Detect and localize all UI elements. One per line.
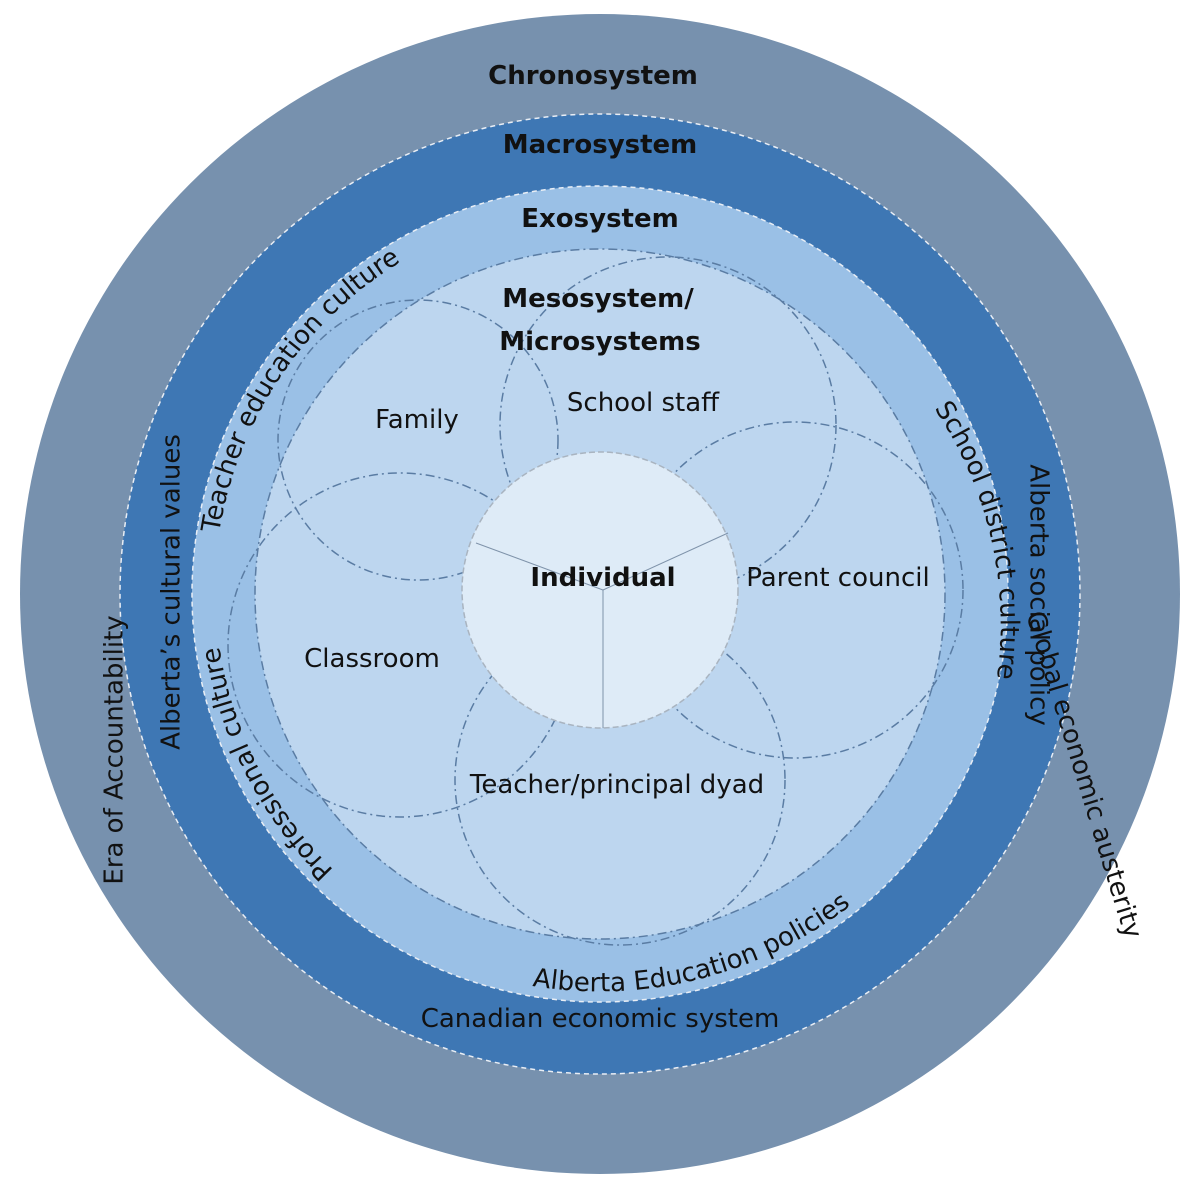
- teacher-principal-dyad-label: Teacher/principal dyad: [469, 770, 764, 800]
- albertas-cultural-values-label: Alberta’s cultural values: [157, 434, 187, 750]
- teacher-principal-circle: [454, 614, 786, 946]
- individual-label: Individual: [530, 563, 675, 593]
- classroom-label: Classroom: [304, 644, 440, 674]
- macrosystem-title: Macrosystem: [503, 130, 698, 160]
- school-staff-label: School staff: [567, 388, 720, 418]
- chronosystem-title: Chronosystem: [488, 61, 698, 91]
- mesosystem-boundary: [254, 248, 946, 940]
- macrosystem-boundary: [119, 113, 1081, 1075]
- individual-circle: [461, 451, 739, 729]
- mesosystem-title-line2: Microsystems: [499, 327, 700, 357]
- individual-divider: [475, 542, 604, 591]
- alberta-social-policy-label: Alberta social policy: [1024, 464, 1054, 726]
- mesosystem-title-line1: Mesosystem/: [502, 284, 694, 314]
- parent-council-label: Parent council: [746, 563, 929, 593]
- school-staff-circle: [499, 256, 837, 594]
- canadian-economic-system-label: Canadian economic system: [421, 1004, 780, 1034]
- family-circle: [277, 299, 559, 581]
- era-of-accountability-label: Era of Accountability: [100, 615, 130, 884]
- individual-divider: [602, 532, 729, 591]
- family-label: Family: [375, 405, 459, 435]
- exosystem-title: Exosystem: [521, 204, 678, 234]
- exosystem-boundary: [191, 185, 1009, 1003]
